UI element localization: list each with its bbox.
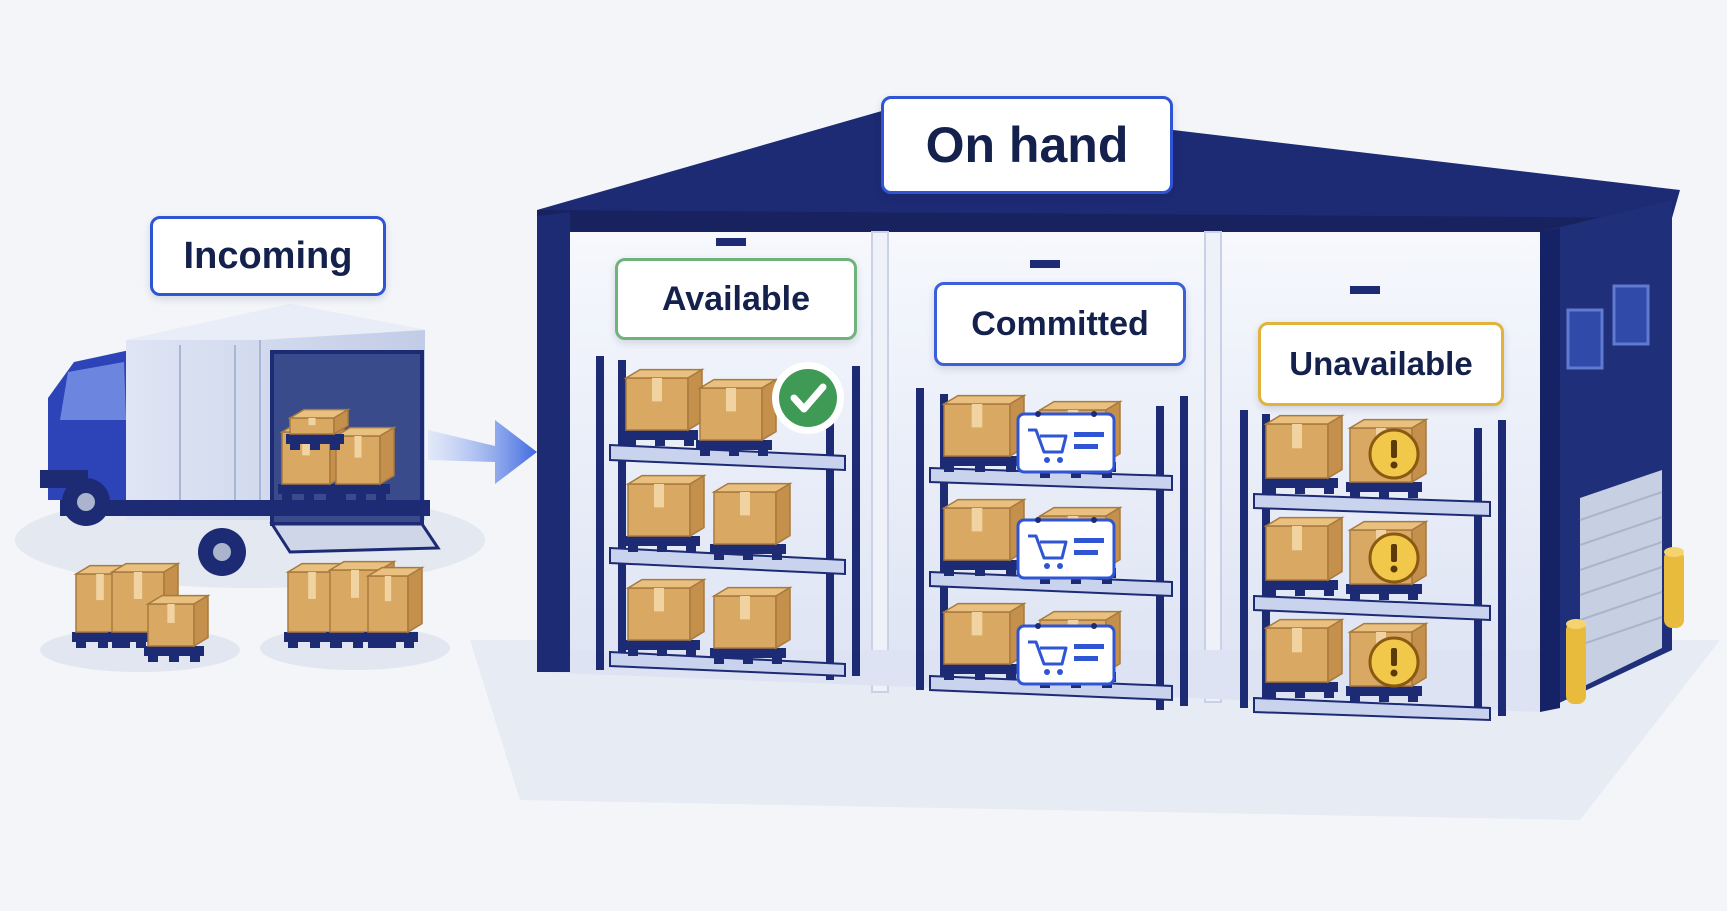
pallet [1346, 584, 1422, 600]
cart-icon [1016, 411, 1116, 474]
cardboard-box [287, 408, 351, 436]
pallet [696, 440, 772, 456]
check-icon [772, 362, 844, 434]
rack-shelves [609, 443, 1491, 722]
cardboard-box [711, 482, 793, 546]
pallet [624, 536, 700, 552]
cardboard-box [711, 586, 793, 650]
cardboard-box [697, 378, 779, 442]
unavailable-label: Unavailable [1258, 322, 1504, 406]
warning-icon [1368, 636, 1420, 688]
warning-icon [1368, 532, 1420, 584]
cardboard-box [625, 578, 707, 642]
pallet [72, 632, 134, 648]
pallet [1262, 580, 1338, 596]
cardboard-box [941, 498, 1027, 562]
pallet [144, 646, 204, 662]
pallet [622, 430, 698, 446]
pallet [1346, 686, 1422, 702]
side-window [1566, 308, 1604, 370]
committed-label: Committed [934, 282, 1186, 366]
cart-icon [1016, 517, 1116, 580]
cardboard-box [145, 594, 211, 648]
warning-icon [1368, 428, 1420, 480]
pallet [278, 484, 340, 500]
pallet [332, 484, 390, 500]
arrow-right-icon [428, 420, 537, 484]
bollards [1566, 547, 1684, 704]
pallet [710, 544, 786, 560]
pallet [286, 434, 344, 450]
pallet [940, 456, 1020, 472]
side-window [1612, 284, 1650, 346]
cardboard-box [1263, 618, 1345, 684]
cardboard-box [333, 426, 397, 486]
incoming-label: Incoming [150, 216, 386, 296]
ceiling-lights [716, 238, 1380, 294]
rack-available [596, 356, 860, 680]
truck [40, 304, 441, 576]
pallet [364, 632, 418, 648]
cardboard-box [623, 368, 705, 432]
pallet [326, 632, 390, 648]
pallet [710, 648, 786, 664]
available-label: Available [615, 258, 857, 340]
cart-icon [1016, 623, 1116, 686]
pallet [1262, 478, 1338, 494]
pallet [1262, 682, 1338, 698]
on-hand-label: On hand [881, 96, 1173, 194]
cardboard-box [941, 602, 1027, 666]
cardboard-box [941, 394, 1027, 458]
pallet [1346, 482, 1422, 498]
cardboard-box [1263, 516, 1345, 582]
pallet [624, 640, 700, 656]
cardboard-box [1263, 414, 1345, 480]
pallet [940, 560, 1020, 576]
cardboard-box [625, 474, 707, 538]
pallet [940, 664, 1020, 680]
cardboard-box [365, 566, 425, 634]
